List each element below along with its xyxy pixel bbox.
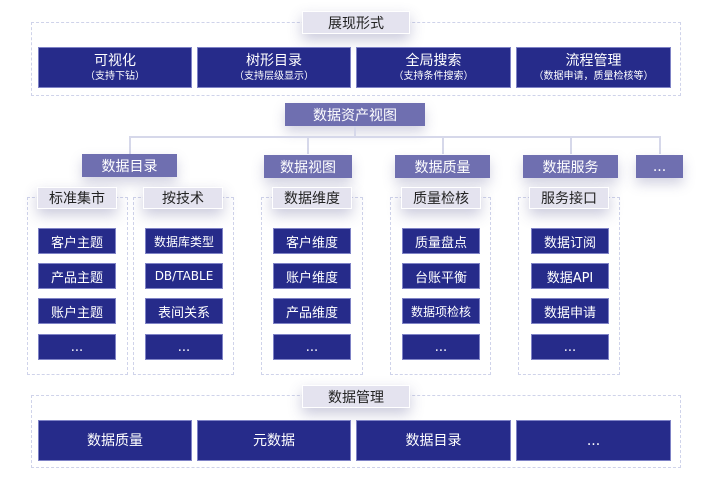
connector <box>354 126 356 137</box>
visualization-box: 可视化 （支持下钻） <box>38 47 192 88</box>
connector <box>442 136 444 154</box>
item-data-api: 数据API <box>531 263 609 289</box>
category-data-catalog: 数据目录 <box>82 154 177 177</box>
mgmt-data-catalog: 数据目录 <box>356 420 511 461</box>
global-search-box: 全局搜索 （支持条件搜索） <box>356 47 511 88</box>
item-quality-inventory: 质量盘点 <box>402 228 480 254</box>
connector <box>659 136 661 154</box>
label: 全局搜索 <box>405 53 462 69</box>
mgmt-more: ... <box>516 420 671 461</box>
presentation-title: 展现形式 <box>302 11 410 34</box>
connector <box>129 136 660 138</box>
item-more: ... <box>38 334 116 360</box>
item-customer-dimension: 客户维度 <box>273 228 351 254</box>
item-more: ... <box>402 334 480 360</box>
item-product-dimension: 产品维度 <box>273 298 351 324</box>
item-database-type: 数据库类型 <box>145 228 223 254</box>
tree-catalog-box: 树形目录 （支持层级显示） <box>197 47 351 88</box>
item-db-table: DB/TABLE <box>145 263 223 289</box>
connector <box>570 136 572 154</box>
mgmt-metadata: 元数据 <box>197 420 351 461</box>
item-data-field-check: 数据项检核 <box>402 298 480 324</box>
category-more: ... <box>636 155 683 178</box>
item-product-subject: 产品主题 <box>38 263 116 289</box>
asset-view-title: 数据资产视图 <box>285 103 425 126</box>
label: 树形目录 <box>246 53 302 69</box>
sublabel: （数据申请，质量检核等） <box>533 71 654 82</box>
item-more: ... <box>145 334 223 360</box>
connector <box>307 136 309 154</box>
management-title: 数据管理 <box>302 385 410 408</box>
column-title-quality-check: 质量检核 <box>401 187 481 209</box>
item-more: ... <box>531 334 609 360</box>
category-data-view: 数据视图 <box>264 155 352 178</box>
item-data-request: 数据申请 <box>531 298 609 324</box>
item-table-relations: 表间关系 <box>145 298 223 324</box>
column-title-data-dimension: 数据维度 <box>272 187 352 209</box>
label: 流程管理 <box>565 53 622 69</box>
item-account-dimension: 账户维度 <box>273 263 351 289</box>
sublabel: （支持下钻） <box>85 71 145 82</box>
column-title-standard-mart: 标准集市 <box>37 187 117 209</box>
sublabel: （支持条件搜索） <box>393 71 474 82</box>
item-customer-subject: 客户主题 <box>38 228 116 254</box>
category-data-quality: 数据质量 <box>395 155 490 178</box>
item-account-subject: 账户主题 <box>38 298 116 324</box>
item-data-subscription: 数据订阅 <box>531 228 609 254</box>
label: 可视化 <box>94 53 136 69</box>
process-management-box: 流程管理 （数据申请，质量检核等） <box>516 47 671 88</box>
item-ledger-balance: 台账平衡 <box>402 263 480 289</box>
column-title-by-technology: 按技术 <box>143 187 223 209</box>
category-data-service: 数据服务 <box>523 155 618 178</box>
sublabel: （支持层级显示） <box>234 71 314 82</box>
connector <box>129 136 131 154</box>
item-more: ... <box>273 334 351 360</box>
mgmt-data-quality: 数据质量 <box>38 420 192 461</box>
column-title-service-interface: 服务接口 <box>529 187 609 209</box>
